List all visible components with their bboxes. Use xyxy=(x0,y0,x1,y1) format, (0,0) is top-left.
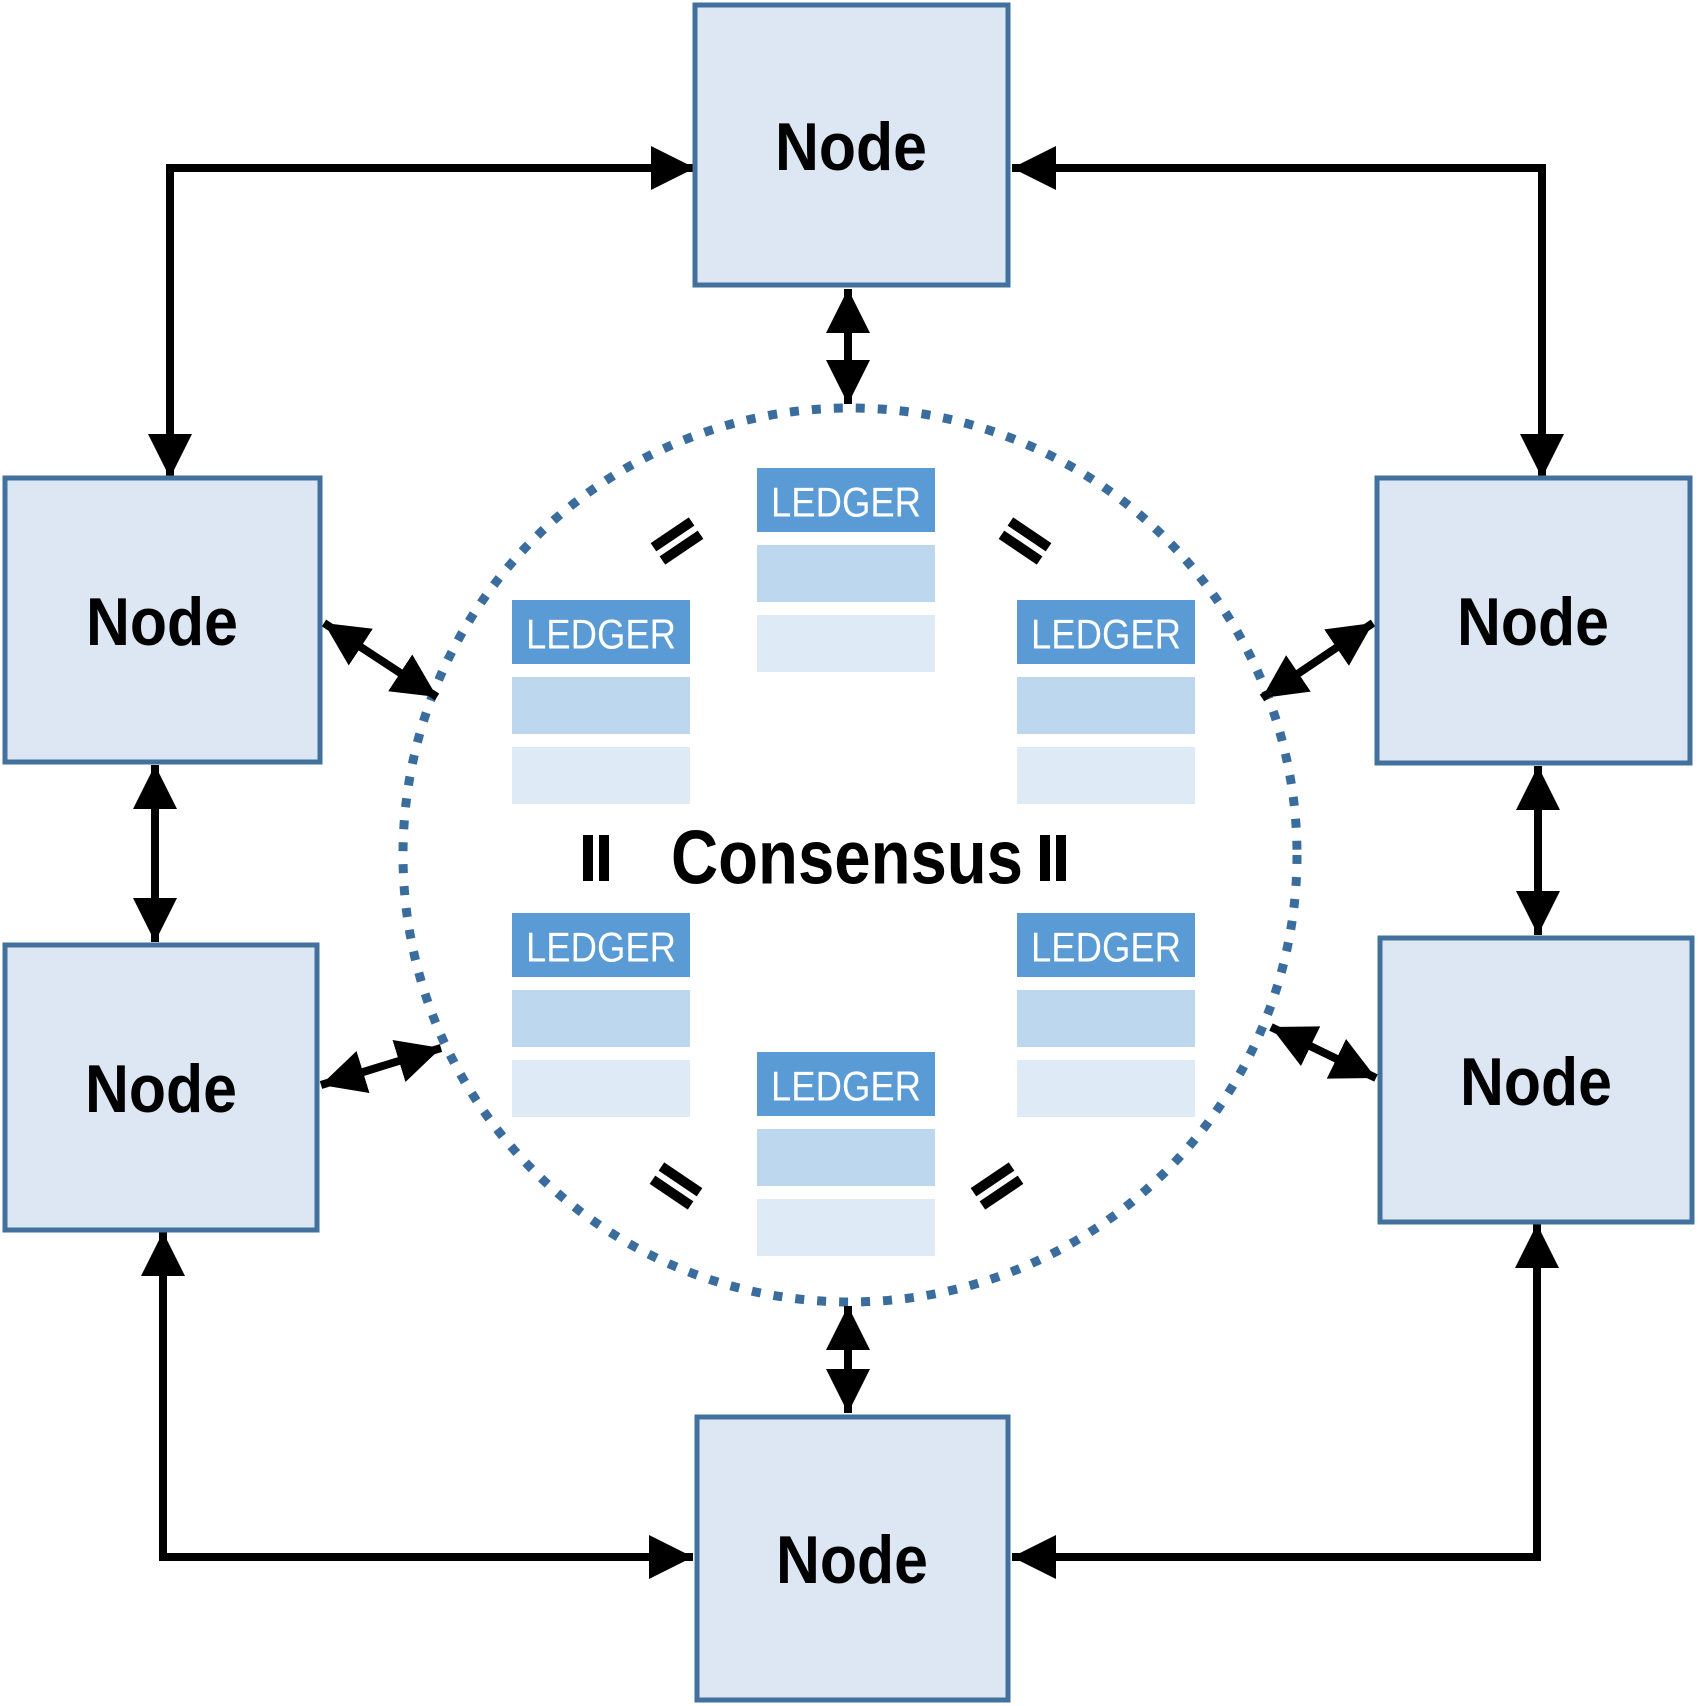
node-lower-right-label: Node xyxy=(1460,1044,1612,1120)
node-upper-left: Node xyxy=(2,475,323,765)
equals-bar xyxy=(998,530,1043,565)
equals-bar xyxy=(1040,835,1050,881)
consensus-boundary-circle xyxy=(398,403,1302,1307)
equals-bar xyxy=(970,1162,1015,1197)
node-top-box xyxy=(692,2,1011,288)
node-upper-right: Node xyxy=(1374,475,1693,766)
ledger-header-box xyxy=(1017,913,1195,977)
ledger-label: LEDGER xyxy=(526,611,676,658)
connector-lowerleft-node-circle xyxy=(319,1039,443,1094)
ledger-header-box xyxy=(757,1052,935,1116)
node-bottom-box xyxy=(694,1414,1011,1703)
ledger-row xyxy=(757,615,935,672)
equals-icon-upper-left xyxy=(650,517,704,565)
connector-upperleft-node-circle xyxy=(321,619,440,701)
equals-bar xyxy=(979,1175,1024,1210)
node-lower-left: Node xyxy=(2,942,320,1233)
ledger-label: LEDGER xyxy=(1031,924,1181,971)
ledger-row xyxy=(1017,747,1195,804)
equals-icon-lower-right xyxy=(970,1162,1024,1210)
ledger-row xyxy=(512,990,690,1047)
node-lower-left-box xyxy=(2,942,320,1233)
equals-bar xyxy=(650,517,695,552)
ledger-header-box xyxy=(512,600,690,664)
connector-upperright-top xyxy=(1012,146,1564,478)
connector-lowerright-bottom xyxy=(1012,1224,1559,1579)
equals-icon-mid-right xyxy=(1040,835,1066,881)
node-bottom-label: Node xyxy=(776,1522,928,1598)
connector-lowerright-node-circle xyxy=(1269,1023,1378,1082)
connector-upperleft-top xyxy=(148,146,695,478)
equals-icon-lower-left xyxy=(649,1162,703,1210)
node-upper-left-box xyxy=(2,475,323,765)
equals-bar xyxy=(649,1175,694,1210)
connector-lowerleft-bottom xyxy=(141,1232,693,1579)
ledger-label: LEDGER xyxy=(1031,611,1181,658)
node-upper-right-label: Node xyxy=(1457,584,1609,660)
ledger-label: LEDGER xyxy=(526,924,676,971)
ledger-label: LEDGER xyxy=(771,1063,921,1110)
node-top-label: Node xyxy=(775,109,927,185)
connector-upperright-node-circle xyxy=(1259,619,1376,702)
consensus-label: Consensus xyxy=(671,816,1023,901)
node-lower-left-label: Node xyxy=(85,1051,237,1127)
equals-bar xyxy=(659,530,704,565)
equals-bar xyxy=(599,835,609,881)
node-top: Node xyxy=(692,2,1011,288)
node-upper-left-label: Node xyxy=(86,584,238,660)
node-upper-right-box xyxy=(1374,475,1693,766)
equals-icon-upper-right xyxy=(998,517,1052,565)
ledger-header-box xyxy=(512,913,690,977)
ledger-row xyxy=(757,1129,935,1186)
node-lower-right-box xyxy=(1377,935,1695,1225)
ledger-header-box xyxy=(1017,600,1195,664)
equals-bar xyxy=(1056,835,1066,881)
ledger-row xyxy=(1017,990,1195,1047)
ledger-upper-left: LEDGER xyxy=(512,600,690,804)
ledger-bottom-center: LEDGER xyxy=(757,1052,935,1256)
node-lower-right: Node xyxy=(1377,935,1695,1225)
equals-bar xyxy=(583,835,593,881)
ledger-row xyxy=(512,677,690,734)
equals-bar xyxy=(658,1162,703,1197)
ledger-row xyxy=(512,747,690,804)
ledger-lower-right: LEDGER xyxy=(1017,913,1195,1117)
ledger-lower-left: LEDGER xyxy=(512,913,690,1117)
ledger-top-center: LEDGER xyxy=(757,468,935,672)
ledger-row xyxy=(512,1060,690,1117)
equals-bar xyxy=(1007,517,1052,552)
ledger-row xyxy=(757,545,935,602)
equals-icon-mid-left xyxy=(583,835,609,881)
ledger-row xyxy=(1017,677,1195,734)
ledger-upper-right: LEDGER xyxy=(1017,600,1195,804)
node-bottom: Node xyxy=(694,1414,1011,1703)
ledger-header-box xyxy=(757,468,935,532)
ledger-row xyxy=(757,1199,935,1256)
ledger-row xyxy=(1017,1060,1195,1117)
ledger-label: LEDGER xyxy=(771,479,921,526)
